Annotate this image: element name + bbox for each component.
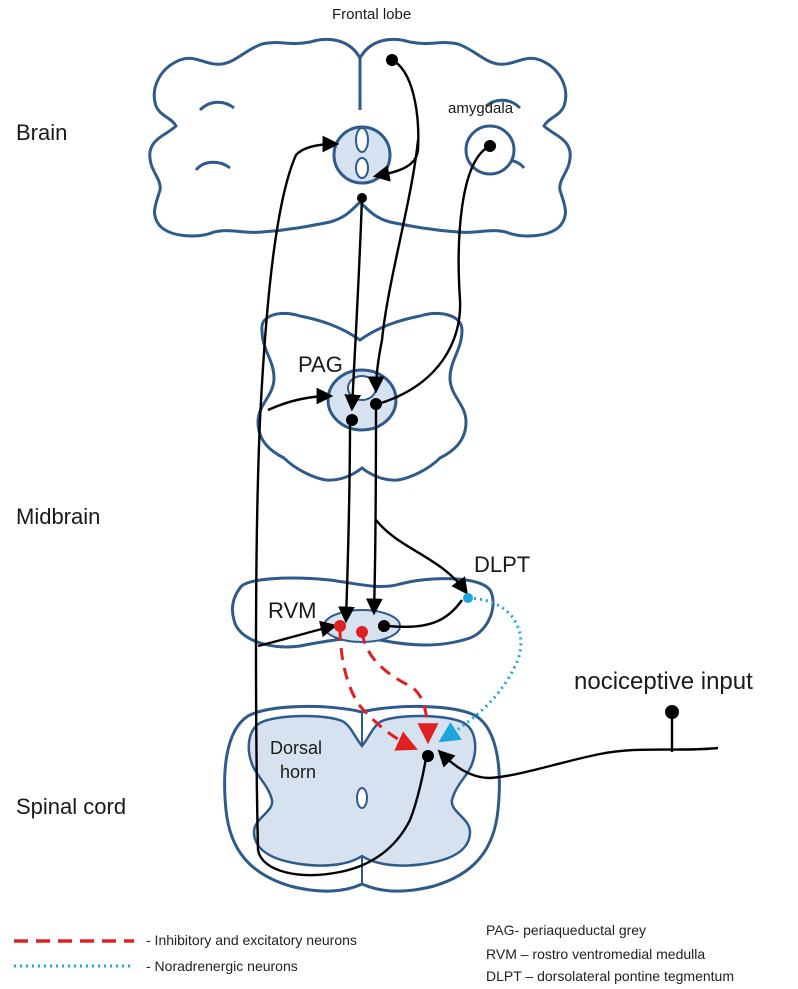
abbr-dlpt: DLPT – dorsolateral pontine tegmentum xyxy=(486,968,734,984)
abbr-pag: PAG- periaqueductal grey xyxy=(486,922,646,938)
pag-label: PAG xyxy=(298,352,343,378)
legend-noradrenergic-text: - Noradrenergic neurons xyxy=(146,958,298,974)
cell-frontal xyxy=(386,54,398,66)
cell-amygdala xyxy=(484,140,496,152)
dorsal-horn-label-2: horn xyxy=(280,762,316,783)
pag xyxy=(328,370,396,430)
cell-thalamus xyxy=(357,193,367,203)
spinal-cord-label: Spinal cord xyxy=(16,794,126,820)
amygdala-label: amygdala xyxy=(448,100,513,117)
dorsal-horn-label-1: Dorsal xyxy=(270,738,322,759)
cell-pag-1 xyxy=(346,414,358,426)
cell-nociceptive xyxy=(665,705,679,719)
nociceptive-input-label: nociceptive input xyxy=(574,668,753,696)
blue-cell-bodies xyxy=(463,593,473,603)
brain-label: Brain xyxy=(16,120,67,146)
rvm-label: RVM xyxy=(268,598,317,624)
cell-rvm xyxy=(378,620,390,632)
abbr-rvm: RVM – rostro ventromedial medulla xyxy=(486,946,705,962)
dlpt-label: DLPT xyxy=(474,552,530,578)
midbrain-label: Midbrain xyxy=(16,504,100,530)
frontal-lobe-label: Frontal lobe xyxy=(332,6,411,23)
legend-inhibitory-text: - Inhibitory and excitatory neurons xyxy=(146,932,357,948)
cell-pag-2 xyxy=(370,398,382,410)
cell-dorsal-horn xyxy=(422,750,434,762)
